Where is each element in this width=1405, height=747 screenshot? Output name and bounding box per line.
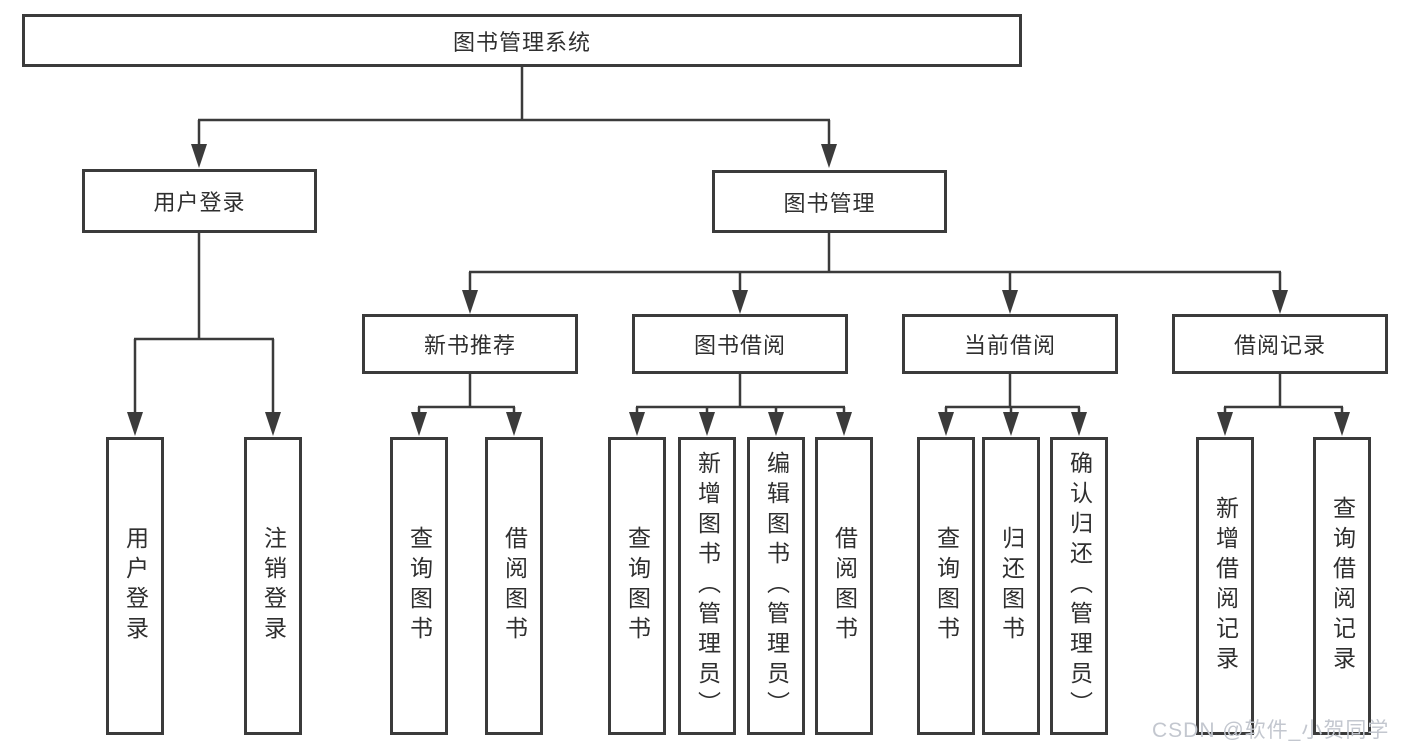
node-leaf-logout: 注销登录: [244, 437, 302, 735]
node-borrowing-records: 借阅记录: [1172, 314, 1388, 374]
node-label: 借阅图书: [831, 526, 858, 646]
node-label: 借阅记录: [1233, 333, 1326, 358]
node-label: 新增借阅记录: [1212, 496, 1239, 676]
node-label: 当前借阅: [963, 333, 1056, 358]
node-label: 注销登录: [260, 526, 287, 646]
node-label: 编辑图书（管理员）: [763, 451, 790, 721]
node-book-management: 图书管理: [712, 170, 947, 233]
node-leaf-add-books-admin: 新增图书（管理员）: [678, 437, 736, 735]
node-label: 查询借阅记录: [1329, 496, 1356, 676]
node-label: 图书借阅: [693, 333, 786, 358]
node-label: 归还图书: [998, 526, 1025, 646]
node-label: 新书推荐: [423, 333, 516, 358]
node-label: 借阅图书: [501, 526, 528, 646]
node-label: 图书管理: [783, 190, 876, 216]
node-user-login: 用户登录: [82, 169, 317, 233]
csdn-watermark: CSDN @软件_小贺同学: [1152, 719, 1390, 742]
node-label: 新增图书（管理员）: [694, 451, 721, 721]
node-leaf-query-books-current: 查询图书: [917, 437, 975, 735]
node-root: 图书管理系统: [22, 14, 1022, 67]
node-leaf-borrow-books-borrowing: 借阅图书: [815, 437, 873, 735]
node-leaf-user-login: 用户登录: [106, 437, 164, 735]
node-leaf-query-borrow-record: 查询借阅记录: [1313, 437, 1371, 735]
node-leaf-edit-books-admin: 编辑图书（管理员）: [747, 437, 805, 735]
node-new-book-recommend: 新书推荐: [362, 314, 578, 374]
node-label: 查询图书: [624, 526, 651, 646]
node-leaf-borrow-books-recommend: 借阅图书: [485, 437, 543, 735]
node-label: 用户登录: [153, 190, 246, 215]
node-label: 用户登录: [122, 526, 149, 646]
node-label: 确认归还（管理员）: [1066, 451, 1093, 721]
node-label: 查询图书: [406, 526, 433, 646]
node-leaf-query-books-borrowing: 查询图书: [608, 437, 666, 735]
node-leaf-confirm-return-admin: 确认归还（管理员）: [1050, 437, 1108, 735]
node-leaf-return-books: 归还图书: [982, 437, 1040, 735]
node-label: 查询图书: [933, 526, 960, 646]
node-leaf-add-borrow-record: 新增借阅记录: [1196, 437, 1254, 735]
node-current-borrowing: 当前借阅: [902, 314, 1118, 374]
node-leaf-query-books-recommend: 查询图书: [390, 437, 448, 735]
node-book-borrowing: 图书借阅: [632, 314, 848, 374]
node-label: 图书管理系统: [452, 29, 591, 55]
